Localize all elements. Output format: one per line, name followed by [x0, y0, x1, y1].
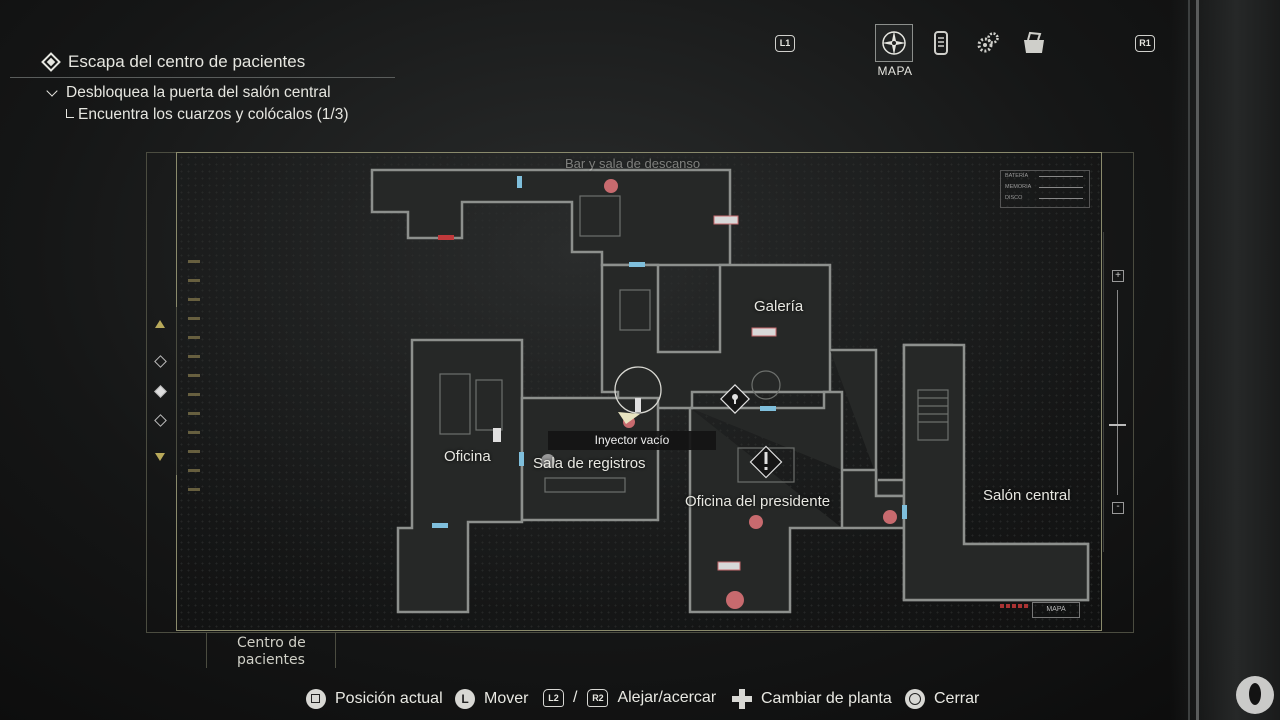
stat-disk: DISCO	[1001, 193, 1089, 204]
alert-diamond-icon	[749, 445, 783, 479]
zoom-in-icon[interactable]: +	[1112, 270, 1124, 282]
locked-door	[438, 235, 454, 240]
room-label-bar: Bar y sala de descanso	[565, 156, 701, 171]
open-door	[517, 176, 522, 188]
main-objective: Escapa del centro de pacientes	[40, 50, 400, 74]
room-label-salon: Salón central	[983, 487, 1071, 504]
zoom-slider[interactable]	[1103, 232, 1132, 552]
l1-button[interactable]: L1	[775, 35, 795, 52]
sub-objective-text: Desbloquea la puerta del salón central	[66, 84, 331, 101]
tree-branch-icon	[66, 108, 74, 118]
tab-files[interactable]	[926, 28, 956, 58]
minimap-indicator	[1000, 604, 1030, 608]
prompt-floor[interactable]: Cambiar de planta	[732, 689, 892, 709]
zoom-track	[1117, 290, 1118, 495]
room-registros	[520, 396, 660, 522]
item-marker	[604, 179, 618, 193]
area-name-line1: Centro de	[237, 635, 306, 651]
floor-down-arrow-icon[interactable]	[155, 453, 165, 461]
floor-up-arrow-icon[interactable]	[155, 320, 165, 328]
sub-sub-objective: Encuentra los cuarzos y colócalos (1/3)	[66, 104, 400, 126]
player-arrow-icon	[618, 412, 640, 424]
circle-button-icon	[905, 689, 925, 709]
stat-battery: BATERÍA	[1001, 171, 1089, 182]
square-button-icon	[306, 689, 326, 709]
area-name-line2: pacientes	[237, 652, 305, 668]
open-door	[902, 505, 907, 519]
prompt-zoom-label: Alejar/acercar	[617, 689, 717, 706]
room-corridor	[600, 263, 832, 410]
main-objective-text: Escapa del centro de pacientes	[68, 52, 306, 71]
room-oficina	[396, 338, 524, 614]
prompt-floor-label: Cambiar de planta	[761, 690, 892, 707]
bottle-item-icon	[493, 428, 501, 442]
prompt-position-label: Posición actual	[335, 690, 443, 707]
sub-objective: Desbloquea la puerta del salón central	[44, 82, 400, 104]
left-scale-ticks	[188, 260, 202, 507]
item-marker	[749, 515, 763, 529]
floor-selector[interactable]	[146, 307, 177, 475]
prompt-move-label: Mover	[484, 690, 529, 707]
injector-item-icon	[635, 398, 641, 412]
file-item-icon	[713, 215, 739, 225]
frame-divider	[1196, 0, 1199, 720]
tab-map-label: MAPA	[877, 64, 913, 78]
left-stick-icon	[455, 689, 475, 709]
dpad-icon	[732, 689, 752, 709]
room-label-presidente: Oficina del presidente	[685, 493, 831, 510]
tab-inventory[interactable]	[1019, 28, 1049, 58]
item-marker	[883, 510, 897, 524]
file-item-icon	[717, 561, 741, 571]
room-salon	[902, 343, 1090, 602]
room-label-oficina: Oficina	[444, 448, 491, 465]
l2-trigger-icon: L2	[543, 689, 564, 707]
zoom-out-icon[interactable]: -	[1112, 502, 1124, 514]
prompt-slash: /	[573, 689, 578, 706]
tab-map[interactable]	[875, 24, 913, 62]
open-door	[629, 262, 645, 267]
button-prompts: Posición actual Mover L2 / R2 Alejar/ace…	[0, 689, 1280, 713]
watermark-logo	[1236, 676, 1274, 714]
map-cursor	[614, 366, 662, 414]
room-bar	[370, 168, 732, 267]
stat-memory: MEMORIA	[1001, 182, 1089, 193]
inventory-box-icon	[1024, 31, 1044, 53]
open-door	[519, 452, 524, 466]
item-tooltip: Inyector vacío	[548, 431, 716, 450]
prompt-position[interactable]: Posición actual	[306, 689, 443, 709]
minimap-label: MAPA	[1032, 602, 1080, 618]
prompt-zoom[interactable]: L2 / R2 Alejar/acercar	[543, 689, 716, 707]
room-presidente	[688, 390, 906, 614]
r2-trigger-icon: R2	[587, 689, 609, 707]
open-door	[432, 523, 448, 528]
open-door	[760, 406, 776, 411]
prompt-close-label: Cerrar	[934, 690, 980, 707]
status-box: BATERÍA MEMORIA DISCO	[1000, 170, 1090, 208]
objective-separator	[10, 77, 395, 78]
frame-divider	[1188, 0, 1190, 720]
room-label-registros: Sala de registros	[533, 455, 646, 472]
tab-gears[interactable]	[973, 28, 1003, 58]
area-name: Centro de pacientes	[206, 632, 336, 668]
item-marker	[726, 591, 744, 609]
prompt-close[interactable]: Cerrar	[905, 689, 979, 709]
compass-icon	[882, 31, 906, 55]
locked-door-diamond-icon	[720, 384, 750, 414]
r1-button[interactable]: R1	[1135, 35, 1155, 52]
round-item-icon	[541, 454, 555, 468]
room-label-galeria: Galería	[754, 298, 804, 315]
sub-sub-objective-text: Encuentra los cuarzos y colócalos (1/3)	[78, 106, 349, 123]
objectives-panel: Escapa del centro de pacientes Desbloque…	[10, 50, 400, 126]
file-item-icon	[751, 327, 777, 337]
zoom-knob[interactable]	[1109, 424, 1126, 426]
prompt-move[interactable]: Mover	[455, 689, 528, 709]
gears-icon	[977, 32, 999, 53]
files-icon	[934, 31, 948, 55]
